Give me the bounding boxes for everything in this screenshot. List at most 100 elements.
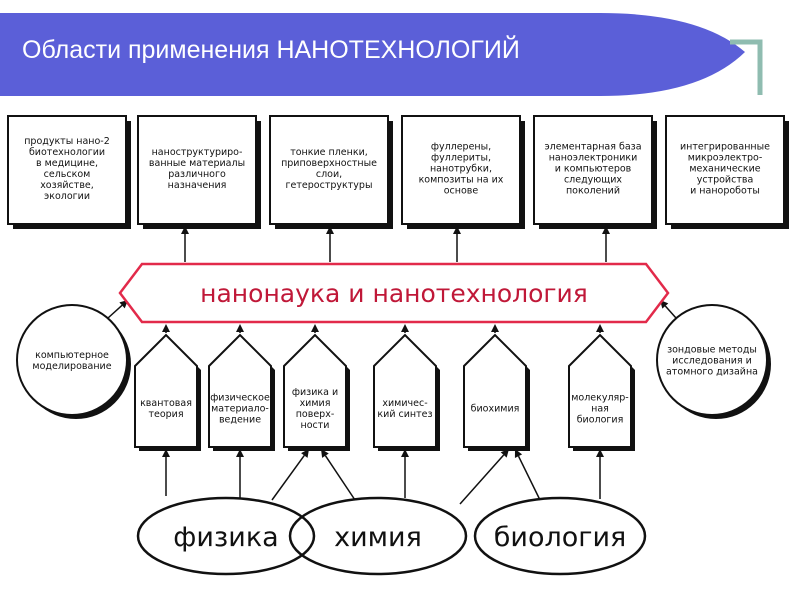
top-box-label-line: в медицине, <box>36 158 98 169</box>
top-box-label-line: приповерхностные <box>281 158 377 169</box>
arrow-to-top-box-head <box>602 226 610 234</box>
top-box-label-line: и нанороботы <box>690 186 760 197</box>
arrow-chemistry-surface <box>324 455 356 501</box>
banner-shape <box>118 262 670 324</box>
top-box-label-line: сельском <box>44 169 91 180</box>
house-label-line: химичес- <box>382 398 427 409</box>
side-circle-label-line: зондовые методы <box>667 345 757 356</box>
arrow-chemistry-biochem <box>459 454 505 505</box>
top-box-frame <box>401 115 521 225</box>
house-frame <box>373 333 437 448</box>
house-label-line: кий синтез <box>377 409 432 420</box>
top-box-label-line: экологии <box>44 191 90 202</box>
side-circle-frame <box>656 304 768 416</box>
arrow-left-circle <box>107 304 123 319</box>
top-box-label-line: различного <box>168 169 226 180</box>
arrow-right-circle <box>664 305 677 319</box>
top-box-label-line: наноэлектроники <box>549 153 638 164</box>
oval-biology <box>473 496 647 576</box>
house-frame <box>463 333 527 448</box>
top-box-label-line: поколений <box>566 186 620 197</box>
house-label-line: теория <box>148 409 183 420</box>
center-banner: нанонаука и нанотехнология <box>118 262 670 324</box>
top-box-label-line: элементарная база <box>544 142 641 153</box>
house-frame <box>208 333 272 448</box>
arrow-physics-surface-head <box>301 449 309 458</box>
arrow-to-banner-head <box>236 324 244 332</box>
arrow-to-banner-head <box>311 324 319 332</box>
top-box-frame <box>269 115 389 225</box>
arrow-chemistry-synthesis-head <box>401 449 409 457</box>
oval-label: физика <box>173 522 278 553</box>
house-block: химичес-кий синтез <box>373 333 440 451</box>
arrow-chemistry-biochem-head <box>500 449 509 458</box>
page-title: Области применения НАНОТЕХНОЛОГИЙ <box>22 36 520 64</box>
house-label-line: биология <box>577 415 624 426</box>
top-box-label-line: продукты нано-2 <box>24 136 110 147</box>
oval-physics <box>136 496 316 576</box>
house-label-line: квантовая <box>140 398 192 409</box>
house-label: биохимия <box>471 404 520 415</box>
arrow-to-top-box-head <box>181 226 189 234</box>
top-box-frame <box>665 115 785 225</box>
oval-label: химия <box>334 522 422 553</box>
oval-label: биология <box>494 522 626 553</box>
arrow-to-banner-head <box>491 324 499 332</box>
arrow-to-banner-head <box>596 324 604 332</box>
header-bar <box>0 13 745 96</box>
top-box-label-line: биотехнологии <box>29 147 105 158</box>
connector-lines <box>107 226 677 505</box>
arrow-physics-surface <box>271 455 305 501</box>
arrow-to-top-box-head <box>326 226 334 234</box>
top-box-label-line: фуллериты, <box>431 153 491 164</box>
science-ovals: физика химия биология <box>136 496 647 576</box>
top-box-frame <box>533 115 653 225</box>
house-label-line: поверх- <box>296 409 335 420</box>
house-frame <box>283 333 347 448</box>
top-box-label-line: нанотрубки, <box>430 164 492 175</box>
top-box-label-line: гетероструктуры <box>286 180 373 191</box>
top-box-label-line: и компьютеров <box>555 164 632 175</box>
top-box-label-line: наноструктуриро- <box>152 147 243 158</box>
side-circle-label-line: компьютерное <box>35 350 109 361</box>
top-box-label-line: ванные материалы <box>149 158 245 169</box>
top-box-frame <box>7 115 127 225</box>
oval-chemistry <box>288 496 468 576</box>
top-box-label-line: интегрированные <box>680 142 770 153</box>
house-label-line: физика и <box>292 387 338 398</box>
house-label-line: биохимия <box>471 404 520 415</box>
top-box-frame <box>137 115 257 225</box>
banner-label: нанонаука и нанотехнология <box>200 279 588 308</box>
top-box-label-line: основе <box>444 186 479 197</box>
teal-corner-icon <box>730 39 763 95</box>
house-block: биохимия <box>463 333 530 451</box>
house-label-line: физическое <box>210 393 270 404</box>
house-frame <box>134 333 198 448</box>
top-box-label-line: слои, <box>316 169 342 180</box>
house-label: химичес-кий синтез <box>377 398 432 420</box>
top-box-label-line: устройства <box>697 175 754 186</box>
house-label-line: ная <box>591 404 609 415</box>
